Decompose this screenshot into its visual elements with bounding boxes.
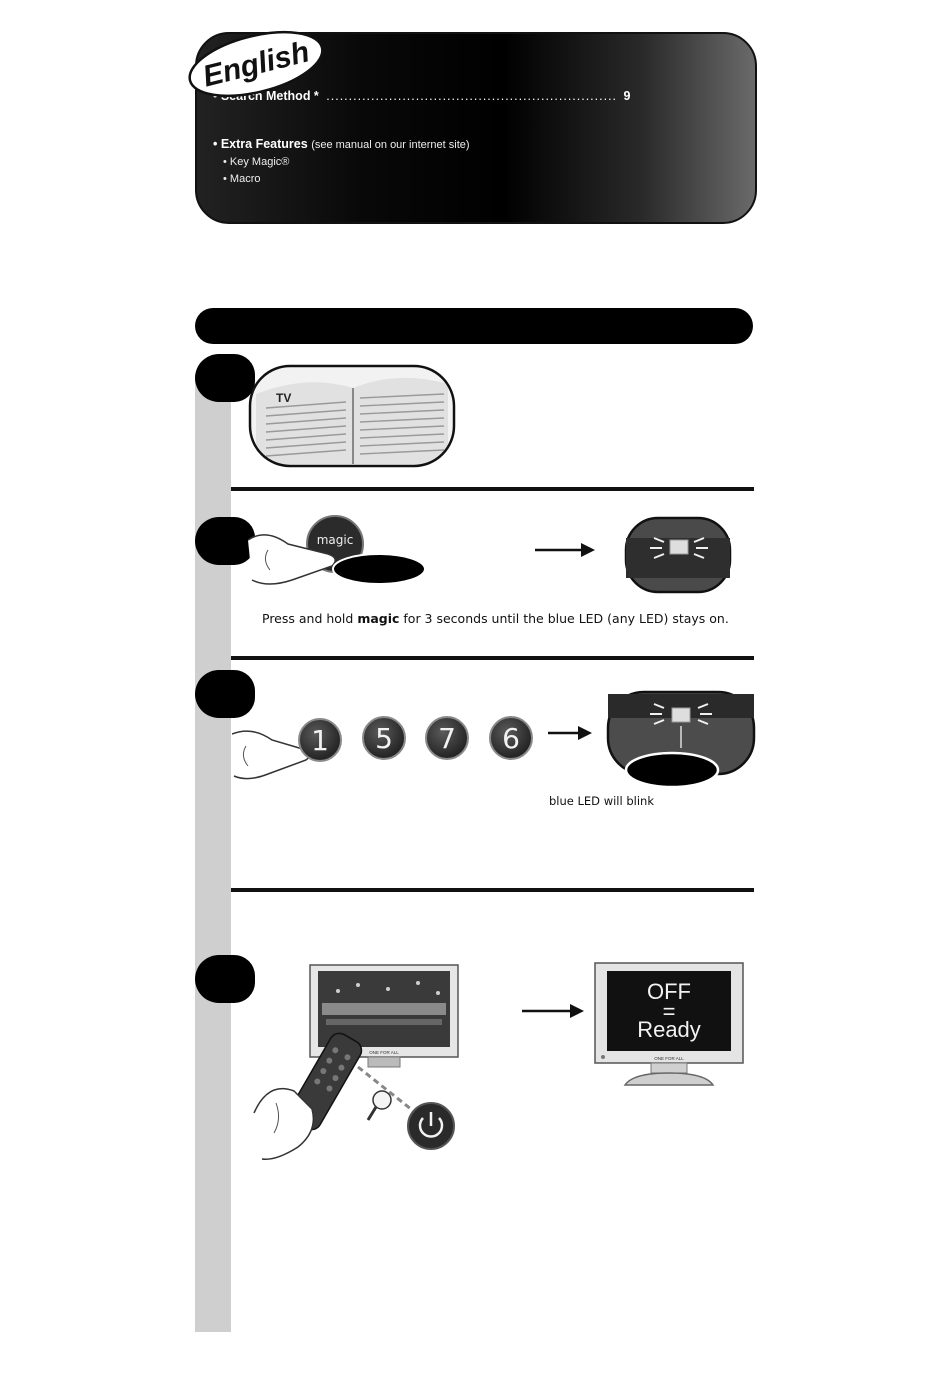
language-badge: English — [188, 30, 324, 98]
step2-caption-bold: magic — [357, 611, 400, 626]
digit-button-4[interactable]: 6 — [489, 716, 533, 760]
toc-search-method[interactable]: • Search Method * ......................… — [213, 89, 703, 103]
screen-line-ready: Ready — [637, 1017, 701, 1042]
code-book-icon: TV — [248, 364, 456, 468]
step-marker-2 — [195, 517, 255, 565]
toc-extra-features-label: • Extra Features — [213, 137, 308, 151]
digit-button-3[interactable]: 7 — [425, 716, 469, 760]
toc-search-method-page: 9 — [623, 89, 631, 103]
screen-line-off: OFF — [647, 979, 691, 1004]
svg-text:TV: TV — [276, 391, 291, 405]
tv-off-icon: OFF = Ready ONE FOR ALL — [594, 962, 744, 1086]
remote-hand-icon: ONE FOR ALL — [253, 964, 459, 1160]
power-button-icon[interactable] — [403, 1100, 459, 1152]
magic-button-label: magic — [317, 533, 354, 547]
arrow-right-icon — [522, 1004, 584, 1018]
step-divider-3 — [231, 888, 754, 892]
toc-item-macro: • Macro — [223, 173, 261, 185]
digit-button-1[interactable]: 1 — [298, 718, 342, 762]
finger-press-icon: magic — [248, 515, 426, 585]
step-divider-2 — [231, 656, 754, 660]
toc-item-key-magic: • Key Magic® — [223, 156, 290, 168]
tv-brand-label: ONE FOR ALL — [369, 1050, 399, 1055]
digit-button-2[interactable]: 5 — [362, 716, 406, 760]
screen-line-equals: = — [663, 999, 676, 1024]
step-marker-1 — [195, 354, 255, 402]
step2-caption-prefix: Press and hold — [262, 611, 358, 626]
step3-caption: blue LED will blink — [549, 794, 654, 808]
led-blink-icon — [606, 690, 756, 789]
step-marker-4 — [195, 955, 255, 1003]
magnifier-icon — [366, 1090, 392, 1121]
led-blink-icon — [624, 516, 732, 594]
arrow-right-icon — [548, 726, 592, 740]
step-marker-3 — [195, 670, 255, 718]
section-title-bar — [195, 308, 753, 344]
step-divider-1 — [231, 487, 754, 491]
tv-brand-label: ONE FOR ALL — [654, 1056, 684, 1061]
toc-leader: ........................................… — [326, 89, 618, 103]
toc-extra-features[interactable]: • Extra Features (see manual on our inte… — [213, 137, 470, 151]
toc-extra-features-note: (see manual on our internet site) — [311, 139, 470, 151]
contents-panel: • Search Method * ......................… — [195, 32, 757, 224]
step2-caption: Press and hold magic for 3 seconds until… — [262, 611, 729, 626]
step2-caption-suffix: for 3 seconds until the blue LED (any LE… — [399, 611, 729, 626]
arrow-right-icon — [535, 543, 595, 557]
